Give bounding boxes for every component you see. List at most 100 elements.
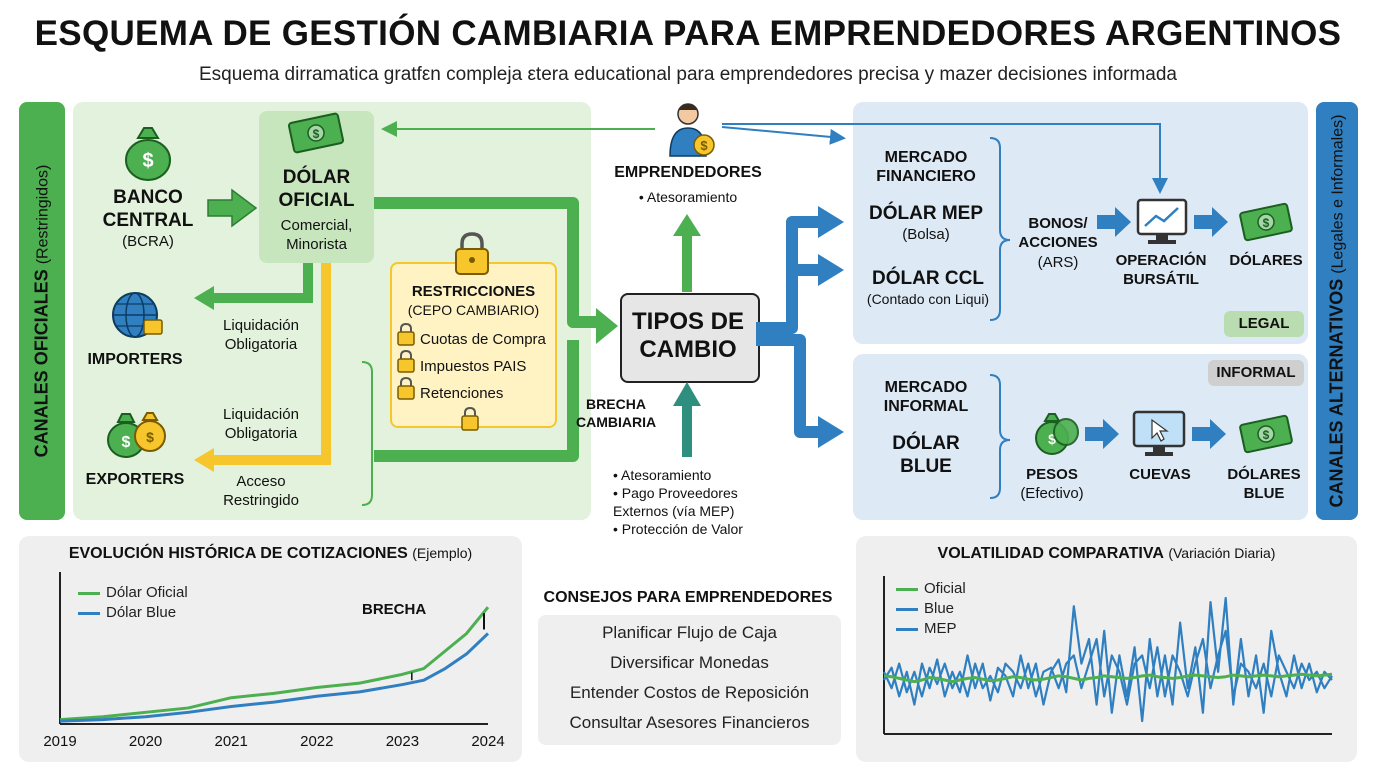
exporters-label: EXPORTERS	[85, 471, 185, 488]
informal-badge: INFORMAL	[1208, 360, 1304, 386]
financiero-panel	[853, 102, 1308, 344]
padlock-icon	[455, 232, 489, 275]
liquidacion-label-1: Liquidación Obligatoria	[223, 317, 299, 353]
globe-icon	[112, 292, 163, 338]
dolar-oficial-title: DÓLAR OFICIAL	[278, 167, 355, 211]
arrow-operacion-dolares	[1194, 207, 1228, 237]
banco-central-sub: (BCRA)	[122, 233, 174, 250]
legend-blue: Dólar Blue	[78, 603, 188, 623]
dolar-blue-title: DÓLAR BLUE	[892, 433, 960, 477]
arrow-bonos-operacion	[1097, 207, 1131, 237]
arrow-up-brecha	[673, 382, 701, 406]
historico-legend: Dólar Oficial Dólar Blue	[78, 583, 188, 623]
volatilidad-chart-title: VOLATILIDAD COMPARATIVA (Variación Diari…	[937, 545, 1276, 562]
svg-text:$: $	[122, 434, 131, 451]
importers-label: IMPORTERS	[87, 351, 183, 368]
restriccion-impuestos: Impuestos PAIS	[420, 358, 527, 375]
dolar-ccl-sub: (Contado con Liqui)	[866, 291, 990, 307]
small-padlock-icon-2	[397, 349, 415, 373]
small-padlock-icon-3	[397, 376, 415, 400]
x-tick-label: 2019	[43, 733, 76, 750]
tips-box: Planificar Flujo de Caja Diversificar Mo…	[538, 615, 841, 745]
legend-oficial-vol: Oficial	[896, 579, 966, 599]
svg-text:$: $	[313, 127, 320, 141]
page-title: ESQUEMA DE GESTIÓN CAMBIARIA PARA EMPREN…	[34, 14, 1342, 53]
arrow-to-exporters	[194, 448, 214, 472]
bonos-acciones-label: BONOS/ ACCIONES	[1018, 215, 1098, 251]
center-item-pago: • Pago Proveedores Externos (vía MEP)	[613, 485, 738, 519]
svg-text:$: $	[1263, 216, 1270, 230]
restricciones-sub: (CEPO CAMBIARIO)	[407, 302, 540, 318]
legend-blue-vol: Blue	[896, 599, 966, 619]
center-item-atesoramiento: • Atesoramiento	[613, 467, 712, 483]
arrow-to-operacion	[722, 123, 1168, 194]
dolares-blue-bill-icon: $	[1239, 414, 1293, 454]
restricciones-box	[390, 262, 557, 428]
acceso-restringido-label: Acceso Restringido	[223, 473, 299, 509]
svg-text:$: $	[1048, 431, 1056, 447]
trading-monitor-icon	[1136, 198, 1188, 244]
series-line-0	[883, 672, 1333, 684]
legend-mep-vol: MEP	[896, 619, 966, 639]
x-tick-label: 2021	[215, 733, 248, 750]
legend-oficial: Dólar Oficial	[78, 583, 188, 603]
small-padlock-icon-1	[397, 322, 415, 346]
series-line-1	[883, 596, 1333, 723]
center-item-proteccion: • Protección de Valor	[613, 521, 743, 537]
restricciones-title: RESTRICCIONES	[411, 283, 536, 300]
tip-item: Planificar Flujo de Caja	[602, 623, 777, 642]
tip-item: Diversificar Monedas	[610, 653, 769, 672]
arrow-cuevas-dolares	[1192, 419, 1226, 449]
bonos-acciones-sub: (ARS)	[1037, 254, 1079, 271]
pesos-label: PESOS	[1026, 466, 1078, 483]
operacion-bursatil-label: OPERACIÓN BURSÁTIL	[1115, 252, 1207, 288]
center-bottom-list: • Atesoramiento • Pago Proveedores Exter…	[613, 466, 793, 538]
tip-item: Consultar Asesores Financieros	[569, 713, 810, 732]
tip-item: Entender Costos de Reposición	[569, 683, 810, 702]
series-line-1	[59, 632, 490, 723]
arrow-to-mep	[818, 206, 844, 238]
dolares-bill-icon: $	[1239, 202, 1293, 242]
x-tick-label: 2022	[300, 733, 333, 750]
mercado-financiero-title: MERCADO FINANCIERO	[876, 149, 976, 185]
dolar-oficial-bill-icon: $	[287, 112, 345, 154]
x-tick-label: 2020	[129, 733, 162, 750]
page-subtitle: Esquema dirramatica gratfεn compleja εte…	[199, 64, 1177, 85]
pesos-sub: (Efectivo)	[1020, 485, 1084, 502]
volatilidad-legend: Oficial Blue MEP	[896, 579, 966, 639]
restriccion-cuotas: Cuotas de Compra	[420, 331, 546, 348]
dolar-ccl-title: DÓLAR CCL	[872, 268, 984, 289]
arrow-to-blue	[818, 416, 844, 448]
arrow-up-emprendedores	[673, 214, 701, 236]
arrow-banco-oficial	[207, 188, 258, 228]
banco-central-title: BANCO CENTRAL	[102, 187, 194, 231]
svg-text:$: $	[700, 138, 708, 153]
historico-chart-title: EVOLUCIÓN HISTÓRICA DE COTIZACIONES (Eje…	[68, 545, 473, 562]
tips-title: CONSEJOS PARA EMPRENDEDORES	[543, 589, 833, 606]
cuevas-monitor-icon	[1132, 410, 1186, 456]
liquidacion-label-2: Liquidación Obligatoria	[223, 406, 299, 442]
arrow-to-financiero	[721, 126, 846, 145]
banco-money-bag-icon: $	[125, 127, 171, 181]
brecha-annotation: BRECHA	[362, 601, 427, 618]
dolares-blue-label: DÓLARES BLUE	[1227, 466, 1301, 502]
tipos-de-cambio-title: TIPOS DE CAMBIO	[631, 308, 745, 363]
dolares-label: DÓLARES	[1229, 252, 1303, 269]
restriccion-retenciones: Retenciones	[420, 385, 504, 402]
arrow-to-tipos	[596, 308, 618, 344]
arrow-to-ccl	[818, 254, 844, 286]
left-rail: CANALES OFICIALES (Restringidos)	[19, 102, 65, 520]
small-padlock-icon-4	[461, 406, 479, 431]
svg-text:$: $	[1263, 428, 1270, 442]
svg-text:$: $	[142, 150, 153, 172]
dolar-mep-sub: (Bolsa)	[902, 226, 950, 243]
mercado-informal-title: MERCADO INFORMAL	[883, 379, 969, 415]
entrepreneur-person-icon: $	[669, 103, 715, 157]
series-line-0	[59, 606, 490, 722]
legal-badge: LEGAL	[1224, 311, 1304, 337]
x-tick-label: 2023	[386, 733, 419, 750]
arrow-to-importers	[194, 286, 214, 310]
